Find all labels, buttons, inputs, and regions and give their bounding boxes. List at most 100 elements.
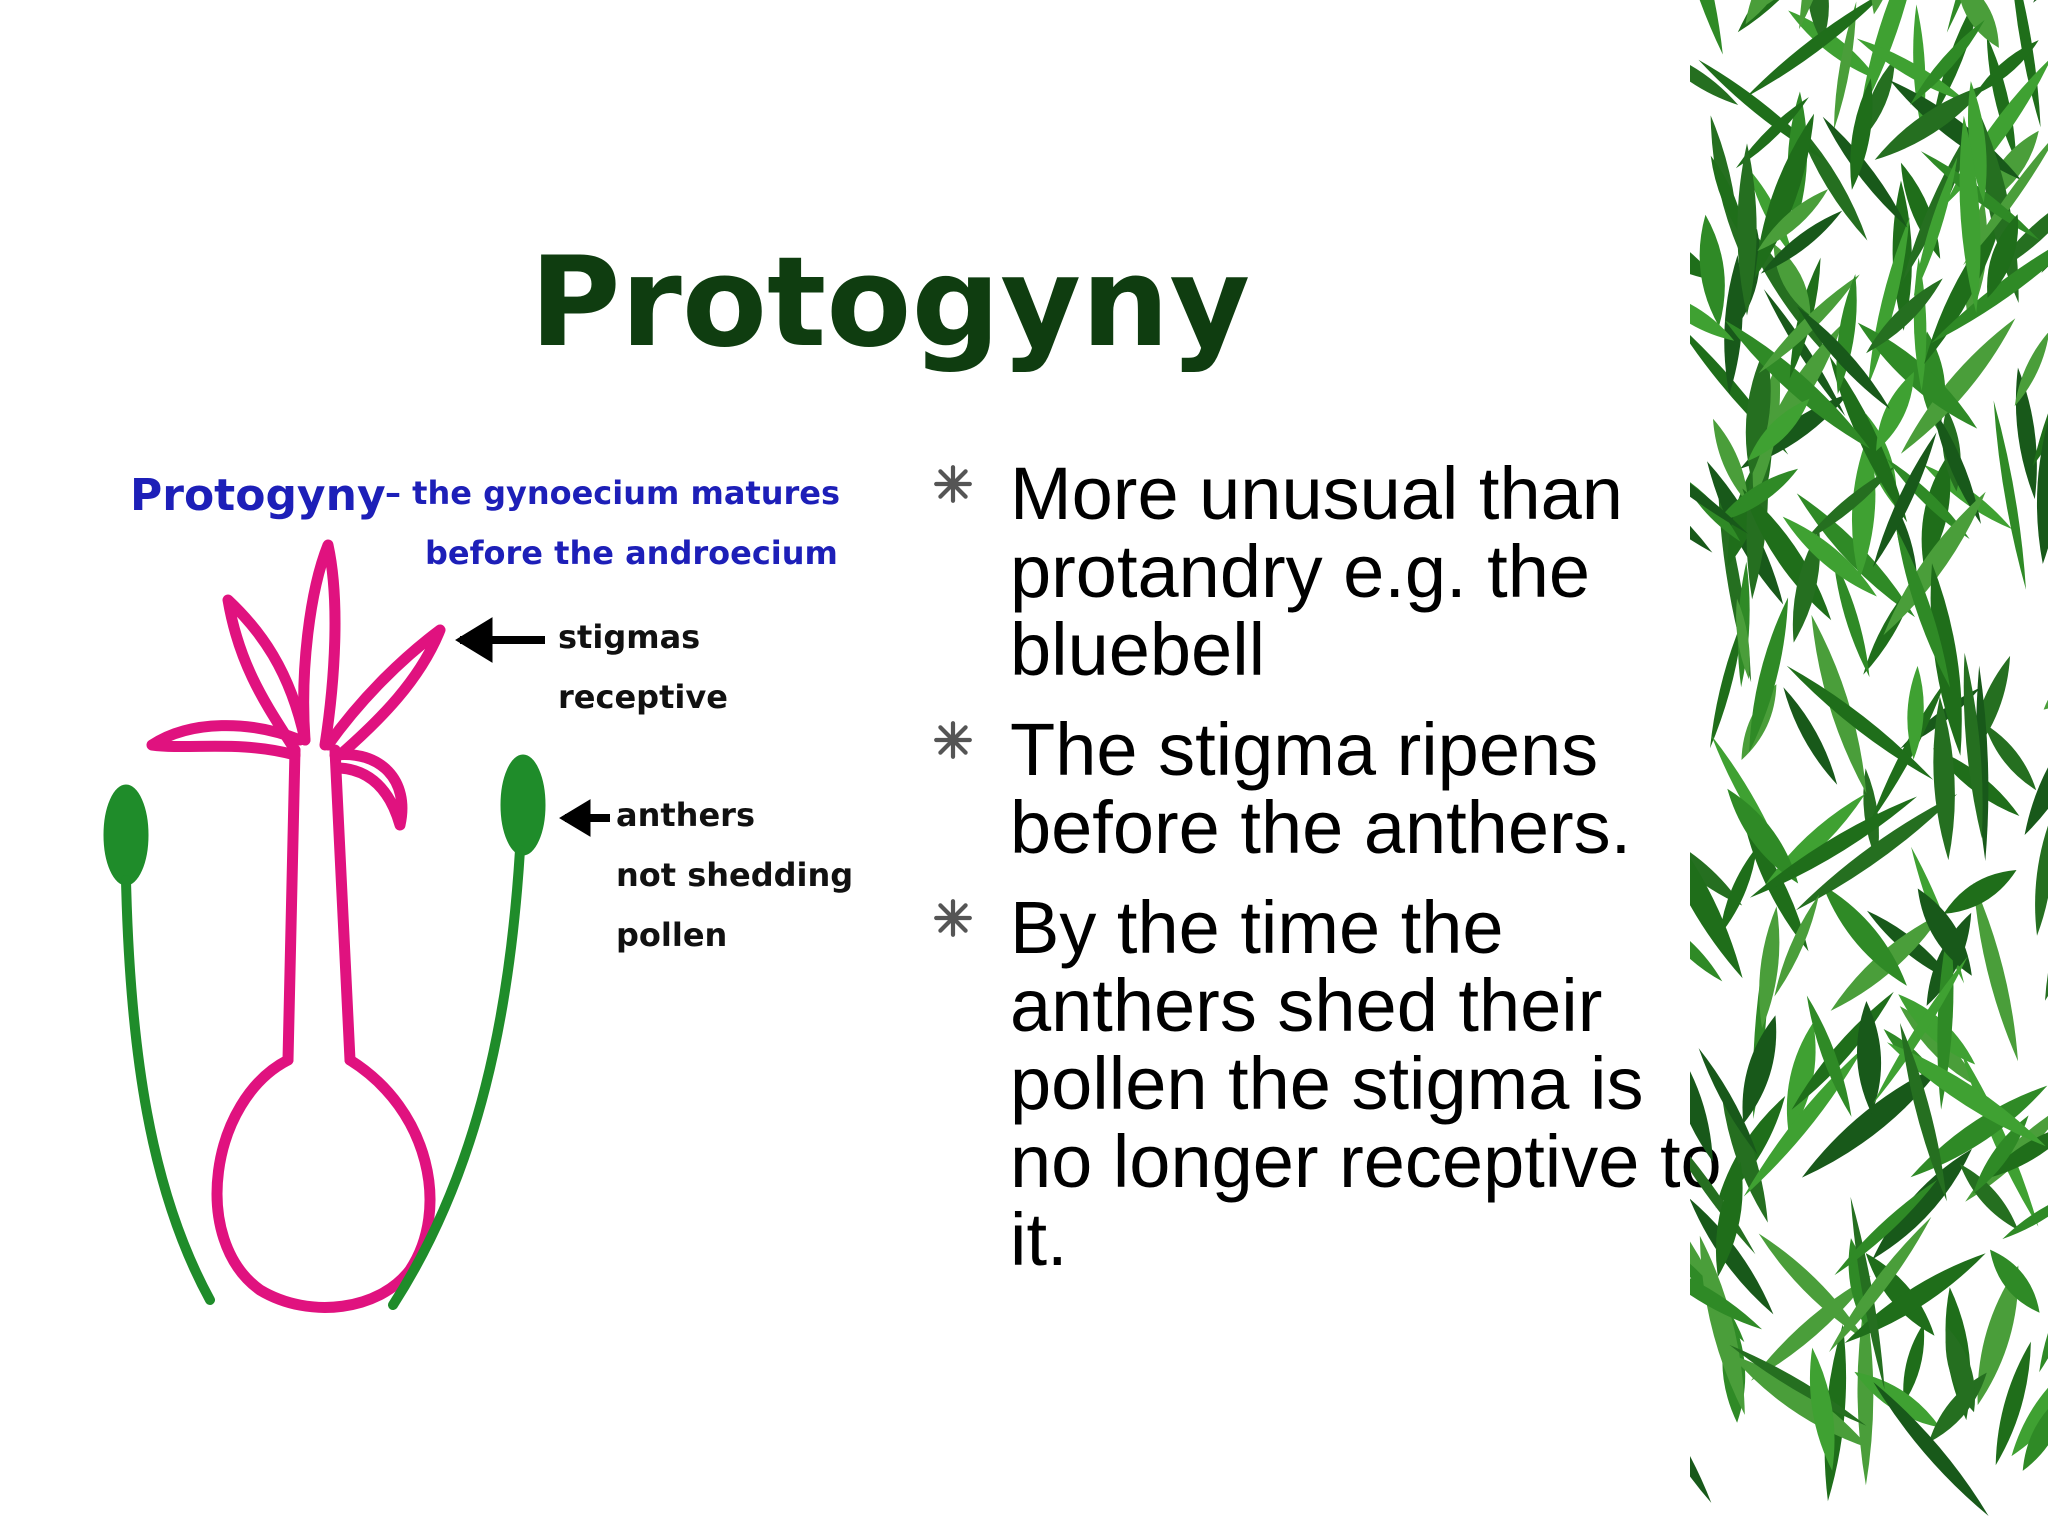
bamboo-leaf: [1932, 407, 1981, 524]
bamboo-leaf: [1743, 1047, 1864, 1197]
stamen-right: [388, 754, 546, 1310]
style-right: [329, 744, 356, 1066]
bamboo-leaf: [1797, 306, 1890, 410]
bamboo-leaf: [1886, 458, 1970, 539]
bamboo-leaf: [2022, 1391, 2048, 1471]
bamboo-leaf: [1850, 78, 1873, 190]
bullet-text: By the time the anthers shed their polle…: [1010, 886, 1722, 1281]
flower-drawing: [103, 539, 610, 1313]
stigma-lobe-upright: [322, 624, 446, 761]
bamboo-leaf: [2039, 1271, 2048, 1373]
bamboo-leaf: [1924, 211, 2005, 365]
bamboo-leaf: [1833, 557, 1870, 678]
bullet-item: By the time the anthers shed their polle…: [930, 889, 1730, 1279]
bamboo-leaf: [1844, 1253, 1986, 1343]
stigma-label-line1: stigmas: [558, 618, 701, 656]
bamboo-leaf: [1834, 1179, 1938, 1276]
bamboo-leaf: [1873, 956, 1968, 1104]
bamboo-leaf: [1917, 888, 1972, 976]
stigma-label-line2: receptive: [558, 678, 728, 716]
bamboo-leaf: [1984, 1122, 2048, 1179]
bamboo-leaf: [1959, 1163, 2019, 1230]
stigma-arrow: [455, 617, 545, 663]
bamboo-leaf: [1907, 665, 1924, 760]
bamboo-leaf: [1724, 255, 1743, 395]
bamboo-leaf: [1690, 289, 1735, 341]
bamboo-leaf: [1801, 1062, 1945, 1178]
bamboo-leaf: [1856, 38, 1968, 103]
bamboo-leaf: [1727, 788, 1799, 884]
diagram-subtitle-line2: before the androecium: [425, 534, 838, 572]
bamboo-leaf: [1730, 1354, 1870, 1449]
bamboo-leaf: [1736, 598, 1750, 680]
bamboo-leaf: [1873, 1382, 1989, 1516]
bamboo-leaf: [2002, 1191, 2048, 1240]
bamboo-leaf: [2043, 655, 2048, 710]
anther-label-line2: not shedding: [616, 856, 854, 894]
pistil: [146, 539, 446, 1313]
bamboo-leaf: [1886, 1042, 2046, 1147]
bamboo-leaf: [1783, 687, 1838, 785]
bamboo-leaf: [1876, 371, 1915, 451]
bamboo-leaf: [1690, 1370, 1712, 1503]
stigma-lobe-outer-right: [329, 748, 408, 831]
bamboo-leaf: [1690, 804, 1743, 979]
bamboo-leaf: [1690, 48, 1739, 105]
slide-title: Protogyny: [529, 231, 1251, 375]
bamboo-leaf: [1747, 398, 1810, 462]
bamboo-leaf: [1690, 219, 1717, 281]
bamboo-leaf: [1806, 995, 1852, 1117]
bamboo-leaf: [1829, 356, 1908, 523]
bamboo-leaf: [1763, 289, 1846, 417]
bamboo-leaf: [1975, 40, 2039, 95]
bamboo-leaf: [1760, 210, 1843, 274]
bamboo-leaf: [1984, 723, 2037, 791]
bamboo-leaf: [1699, 214, 1725, 327]
bamboo-leaf: [1856, 1000, 1882, 1114]
bamboo-leaf: [1792, 529, 1821, 643]
bullet-list: More unusual than protandry e.g. the blu…: [930, 455, 1730, 1301]
bamboo-leaf: [1972, 1115, 2029, 1194]
bamboo-leaf: [1931, 226, 2048, 344]
flower-diagram: Protogyny – the gynoecium matures before…: [60, 450, 880, 1350]
bamboo-leaf: [1833, 1, 1857, 130]
bamboo-leaf: [2015, 367, 2037, 500]
bamboo-leaf: [1945, 1326, 1976, 1413]
bamboo-leaf: [1745, 0, 1889, 98]
bamboo-leaves: [1690, 0, 2048, 1516]
ovary-outline: [211, 1054, 436, 1313]
bamboo-leaf: [1857, 1299, 1874, 1486]
star-bullet-icon: [934, 465, 972, 503]
bamboo-leaf: [1899, 1022, 1947, 1202]
stigma-lobe-outer-left: [146, 720, 306, 761]
bamboo-leaf: [1973, 882, 2018, 1062]
bamboo-leaf: [1963, 652, 1983, 839]
bamboo-leaf: [1910, 1085, 2048, 1178]
bamboo-leaf: [1963, 130, 2048, 266]
bamboo-leaf: [1874, 84, 1988, 160]
bamboo-leaf: [1883, 491, 1986, 636]
bamboo-leaf: [1690, 1198, 1774, 1315]
diagram-subtitle-line1: – the gynoecium matures: [385, 474, 841, 512]
bamboo-leaf: [1690, 1261, 1763, 1330]
bamboo-leaf: [1742, 1015, 1777, 1124]
bamboo-leaf: [1913, 157, 1958, 297]
star-bullet-icon: [934, 899, 972, 937]
bamboo-leaf: [1745, 346, 1771, 478]
bamboo-leaf: [1829, 1216, 1932, 1353]
anther-left: [103, 784, 149, 886]
diagram-heading: Protogyny: [130, 470, 386, 521]
bamboo-leaf: [1865, 1253, 1935, 1336]
bamboo-leaf: [1873, 432, 1937, 568]
bamboo-leaf: [1749, 796, 1918, 898]
bamboo-leaf: [1857, 322, 1978, 429]
bamboo-leaf: [1977, 1265, 2019, 1406]
bamboo-leaf: [2014, 330, 2048, 407]
bamboo-leaf: [1796, 122, 1868, 241]
bamboo-leaf: [2033, 0, 2048, 3]
bamboo-leaf: [2024, 706, 2048, 835]
bullet-text: The stigma ripens before the anthers.: [1010, 708, 1632, 869]
bamboo-leaf: [1937, 919, 1954, 1110]
style-left: [282, 744, 301, 1066]
bamboo-leaf: [1930, 563, 1962, 756]
